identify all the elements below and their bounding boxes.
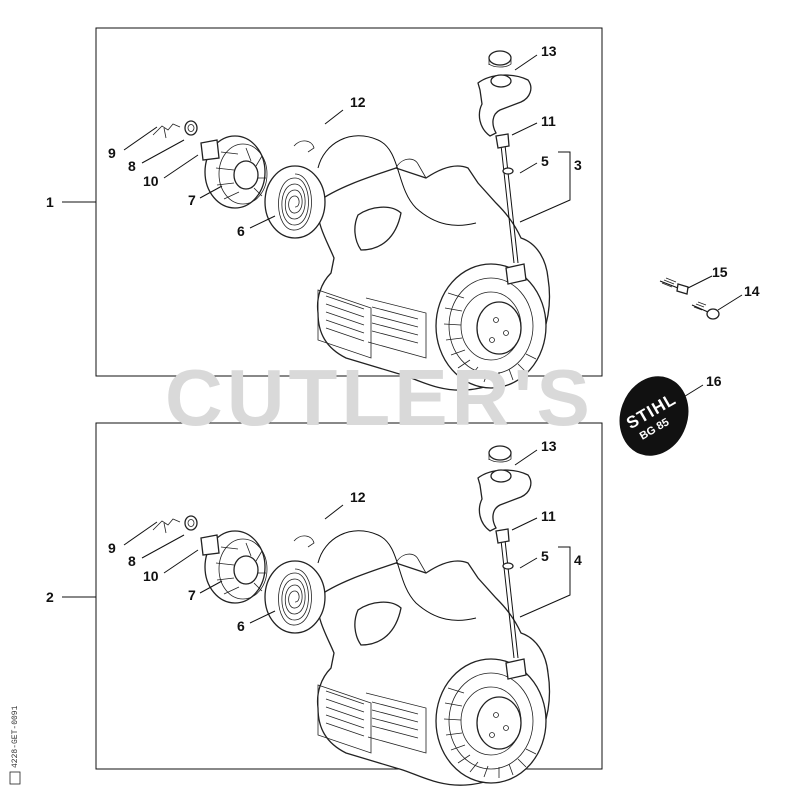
- callout-assembly-1: 1: [46, 194, 54, 210]
- callout-part-14: 14: [744, 283, 760, 299]
- assembly-panel-2: 2 9 8 10 7 6 12 13 11 5 4: [46, 422, 603, 786]
- drawing-code: 4228-GET-0091: [11, 705, 20, 768]
- callout-part-9: 9: [108, 145, 116, 161]
- callout-part-13: 13: [541, 438, 557, 454]
- callout-part-5: 5: [541, 153, 549, 169]
- callout-assembly-2: 2: [46, 589, 54, 605]
- callout-part-8: 8: [128, 553, 136, 569]
- callout-housing-3: 3: [574, 157, 582, 173]
- callout-part-7: 7: [188, 587, 196, 603]
- callout-part-10: 10: [143, 568, 159, 584]
- callout-part-5: 5: [541, 548, 549, 564]
- callout-part-8: 8: [128, 158, 136, 174]
- callout-part-13: 13: [541, 43, 557, 59]
- callout-part-15: 15: [712, 264, 728, 280]
- callout-part-12: 12: [350, 94, 366, 110]
- callout-part-7: 7: [188, 192, 196, 208]
- callout-housing-4: 4: [574, 552, 582, 568]
- callout-part-12: 12: [350, 489, 366, 505]
- screw-part-15: [659, 277, 689, 295]
- callout-part-10: 10: [143, 173, 159, 189]
- watermark: CUTLER'S: [165, 353, 594, 442]
- callout-part-16: 16: [706, 373, 722, 389]
- screw-part-14: [691, 301, 720, 320]
- callout-part-9: 9: [108, 540, 116, 556]
- callout-part-11: 11: [541, 508, 556, 524]
- assembly-panel-1: 1 9 8 10 7 6 12 13 11 5 3: [46, 27, 603, 391]
- callout-part-11: 11: [541, 113, 556, 129]
- panel-2-frame: [95, 422, 603, 770]
- drawing-code-box: [9, 771, 21, 785]
- callout-part-6: 6: [237, 223, 245, 239]
- callout-part-6: 6: [237, 618, 245, 634]
- stihl-decal-part-16: STIHL BG 85: [619, 376, 689, 456]
